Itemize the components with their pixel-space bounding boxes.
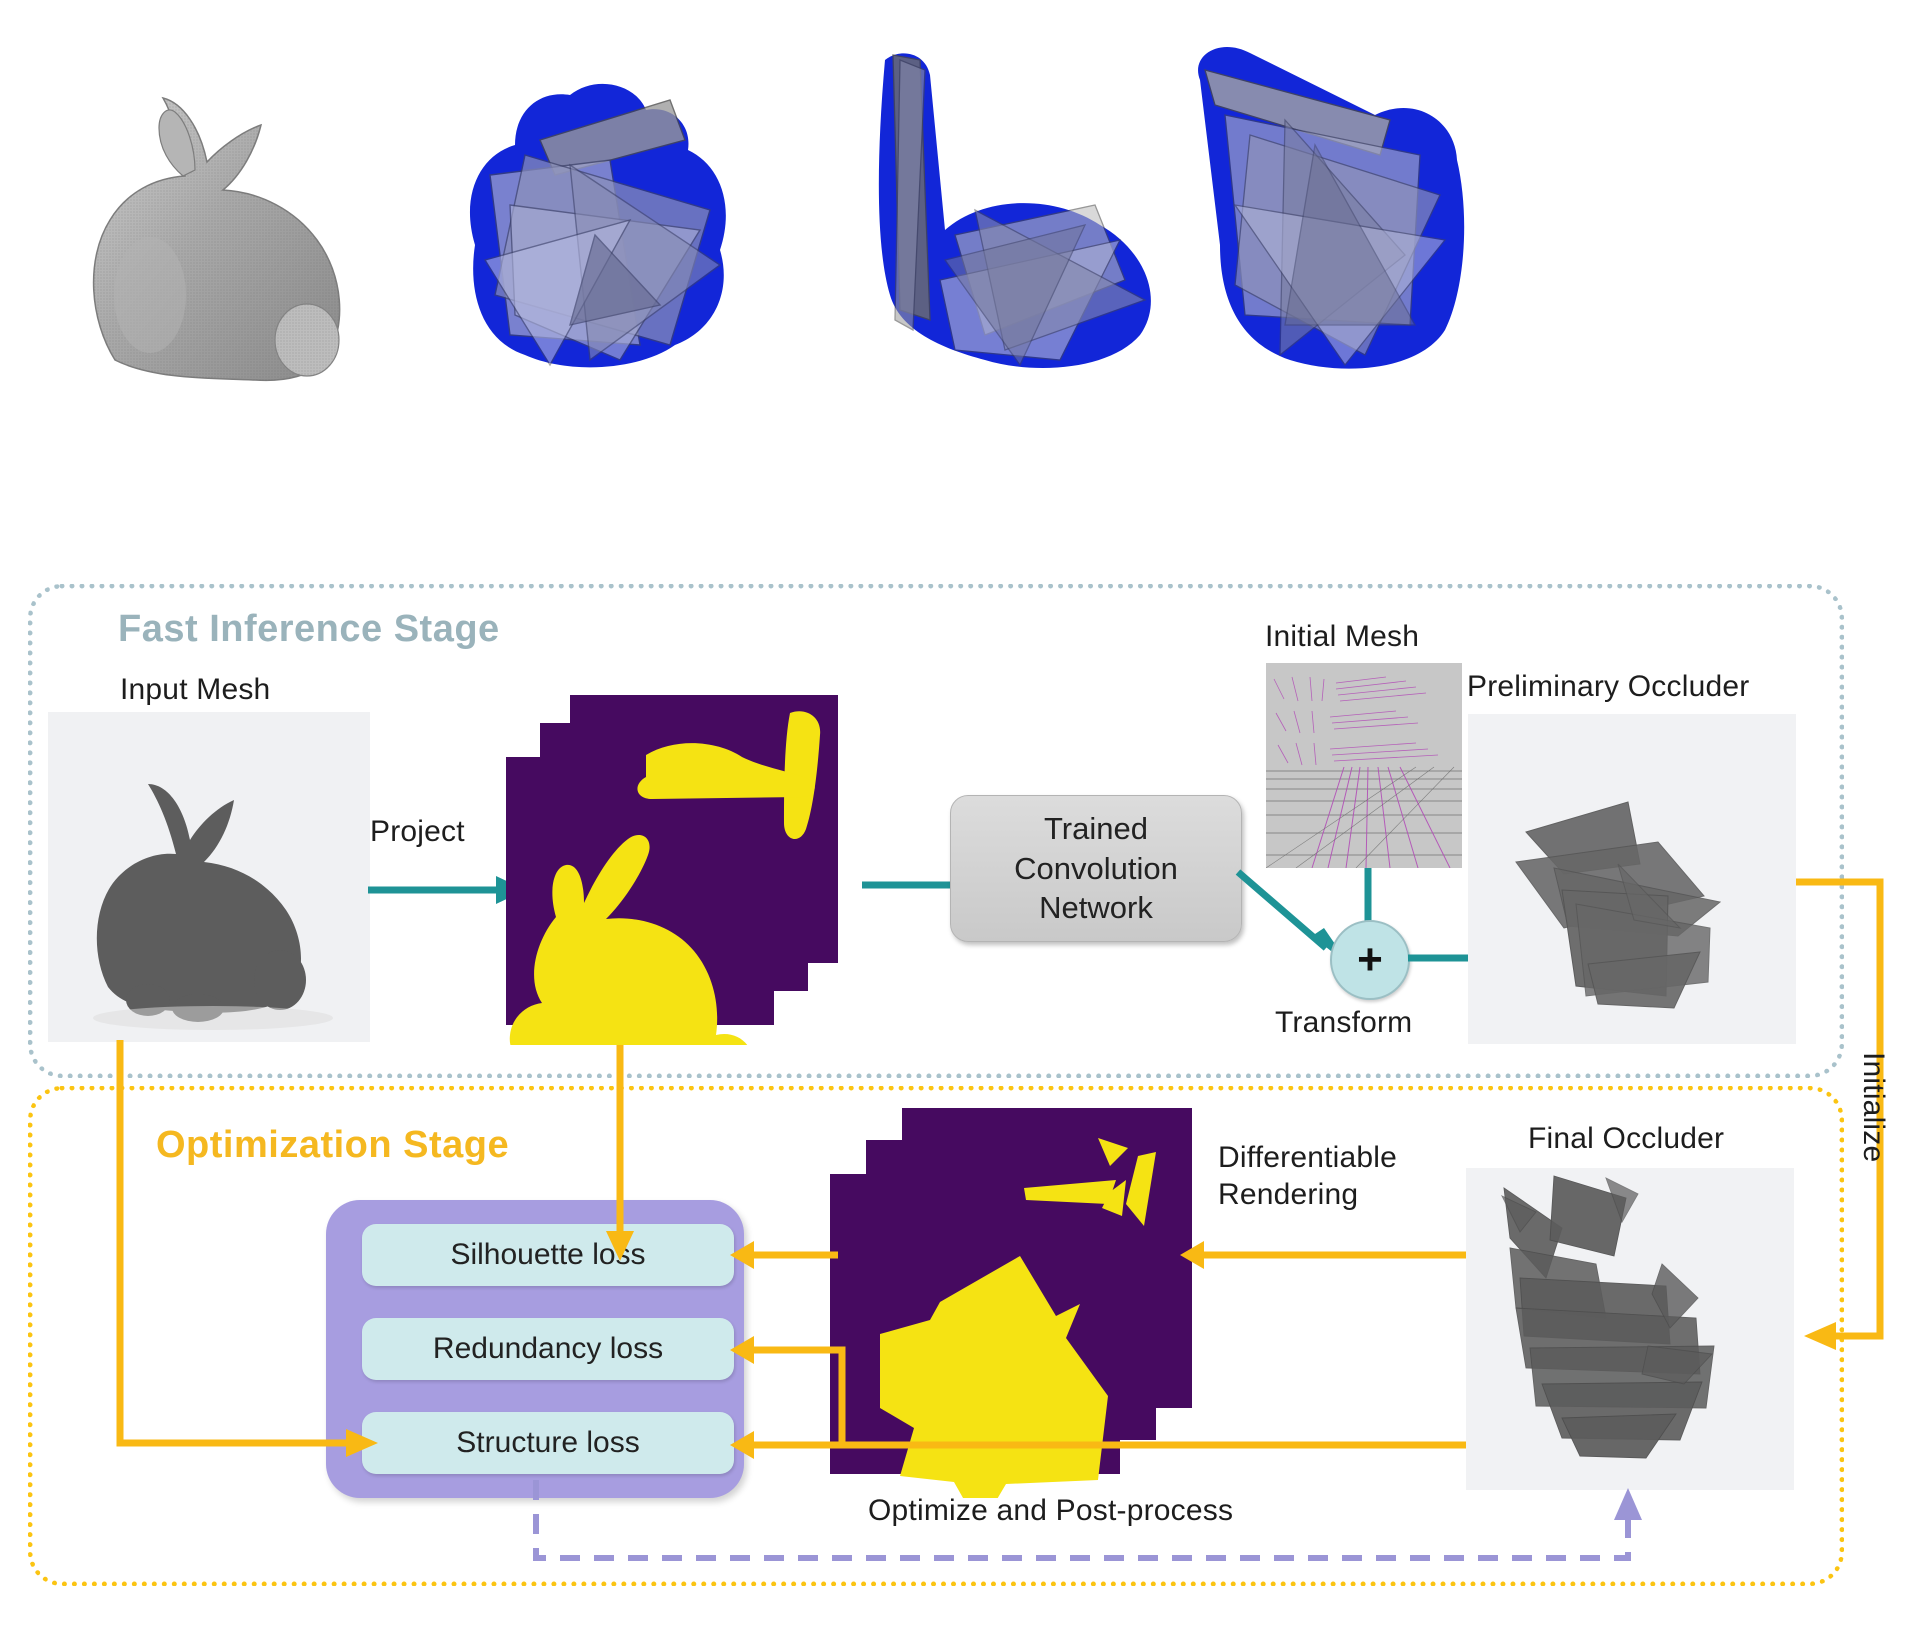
input-mesh-label: Input Mesh — [120, 673, 271, 706]
transform-plus-node[interactable]: + — [1330, 920, 1410, 1000]
preliminary-occluder-label: Preliminary Occluder — [1467, 670, 1750, 703]
initialize-label: Initialize — [1857, 1052, 1890, 1163]
final-occluder-panel — [1466, 1168, 1794, 1490]
fast-inference-stage-title: Fast Inference Stage — [118, 608, 500, 650]
differentiable-rendering-line-2: Rendering — [1218, 1177, 1359, 1211]
network-line-1: Trained — [1044, 810, 1148, 846]
differentiable-rendering-label: Differentiable Rendering — [1218, 1140, 1397, 1213]
silhouette-loss-box[interactable]: Silhouette loss — [362, 1224, 734, 1286]
silhouette-loss-label: Silhouette loss — [450, 1238, 646, 1271]
initial-mesh-panel — [1266, 663, 1462, 868]
structure-loss-box[interactable]: Structure loss — [362, 1412, 734, 1474]
rendered-silhouette-stack — [826, 1108, 1196, 1528]
structure-loss-label: Structure loss — [456, 1426, 640, 1459]
original-bunny-mesh — [55, 70, 385, 390]
redundancy-loss-label: Redundancy loss — [432, 1332, 664, 1365]
occluder-approximation-view-3 — [1165, 25, 1495, 385]
plus-symbol: + — [1357, 935, 1383, 984]
optimize-post-process-label: Optimize and Post-process — [868, 1494, 1234, 1527]
optimization-stage-title: Optimization Stage — [156, 1124, 510, 1166]
project-label: Project — [370, 815, 465, 848]
projected-silhouette-stack — [500, 695, 860, 1089]
network-line-2: Convolution — [1014, 850, 1178, 886]
input-mesh-panel — [48, 712, 370, 1042]
occluder-approximation-view-2 — [845, 30, 1195, 380]
top-row-renders — [0, 0, 1920, 440]
fast-inference-stage-frame — [28, 584, 1844, 1078]
network-line-3: Network — [1039, 890, 1153, 926]
transform-label: Transform — [1275, 1006, 1413, 1039]
initial-mesh-label: Initial Mesh — [1265, 620, 1420, 653]
final-occluder-label: Final Occluder — [1528, 1122, 1725, 1155]
preliminary-occluder-panel — [1468, 714, 1796, 1044]
occluder-approximation-view-1 — [420, 45, 760, 390]
trained-convolution-network-box[interactable]: Trained Convolution Network — [950, 795, 1242, 942]
redundancy-loss-box[interactable]: Redundancy loss — [362, 1318, 734, 1380]
differentiable-rendering-line-1: Differentiable — [1218, 1141, 1398, 1174]
